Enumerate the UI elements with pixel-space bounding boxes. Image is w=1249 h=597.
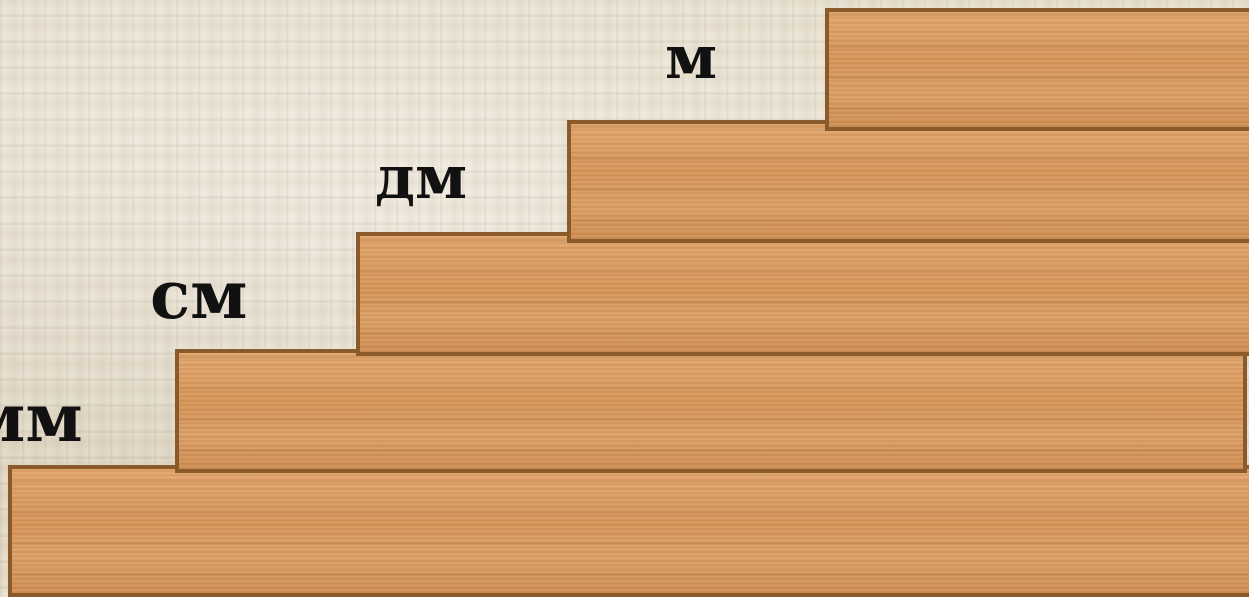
label-meter: м: [665, 28, 717, 88]
plank-step-3: [356, 232, 1249, 356]
label-decimeter: дм: [375, 148, 467, 208]
plank-step-1: [8, 465, 1249, 597]
label-millimeter: мм: [0, 385, 83, 451]
label-centimeter: см: [150, 262, 248, 328]
plank-step-2: [175, 349, 1247, 473]
plank-step-4: [567, 120, 1249, 243]
plank-step-5: [825, 8, 1249, 131]
